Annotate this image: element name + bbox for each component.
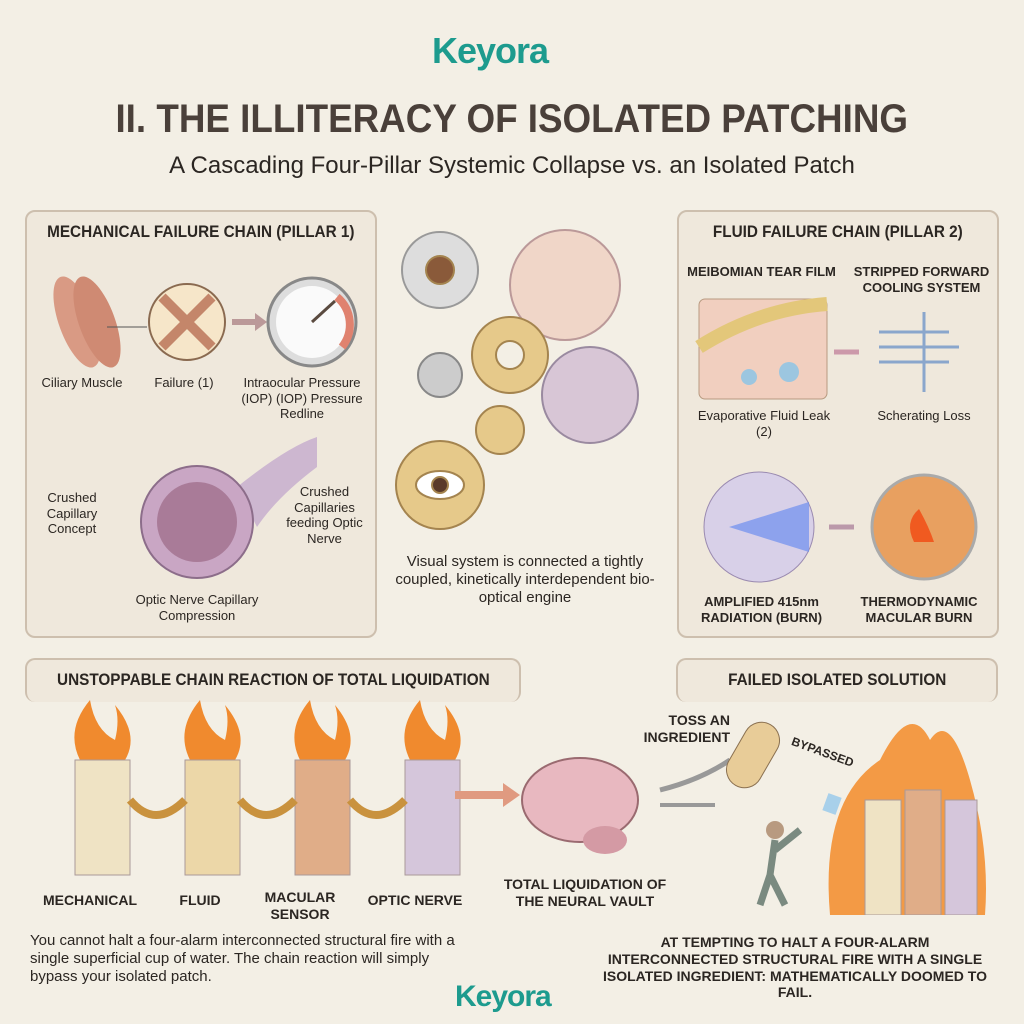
cooling-wind-icon xyxy=(879,312,959,392)
keyora-logo-bottom: Keyora xyxy=(455,980,552,1013)
burning-pillars-icon xyxy=(74,700,461,876)
chain-reaction-panel: UNSTOPPABLE CHAIN REACTION OF TOTAL LIQU… xyxy=(25,658,521,702)
evaporative-label: Evaporative Fluid Leak (2) xyxy=(697,408,831,439)
center-caption: Visual system is connected a tightly cou… xyxy=(395,553,655,606)
isolated-solution-panel: FAILED ISOLATED SOLUTION xyxy=(676,658,998,702)
pressure-gauge-icon xyxy=(266,276,358,368)
isolated-caption: AT TEMPTING TO HALT A FOUR-ALARM INTERCO… xyxy=(603,934,987,1001)
mechanical-panel-title-wrap: MECHANICAL FAILURE CHAIN (PILLAR 1) xyxy=(27,222,375,242)
pillar-label-fluid: FLUID xyxy=(179,892,221,908)
page-title: II. THE ILLITERACY OF ISOLATED PATCHING xyxy=(115,97,909,141)
chain-caption: You cannot halt a four-alarm interconnec… xyxy=(30,932,455,985)
iop-label: Intraocular Pressure (IOP) (IOP) Pressur… xyxy=(241,375,363,422)
amplified-radiation-label: AMPLIFIED 415nm RADIATION (BURN) xyxy=(700,594,823,625)
optic-nerve-compression-label: Optic Nerve Capillary Compression xyxy=(135,592,259,623)
failure-icon xyxy=(148,283,226,361)
chain-panel-title-wrap: UNSTOPPABLE CHAIN REACTION OF TOTAL LIQU… xyxy=(27,670,519,690)
pillar-label-mechanical: MECHANICAL xyxy=(42,892,138,908)
failure-label: Failure (1) xyxy=(154,375,214,390)
isolated-panel-title-wrap: FAILED ISOLATED SOLUTION xyxy=(678,670,996,690)
neural-vault-label: TOTAL LIQUIDATION OF THE NEURAL VAULT xyxy=(503,876,667,909)
water-cup-icon xyxy=(822,793,842,815)
crushed-capillary-concept-label: Crushed Capillary Concept xyxy=(46,490,98,537)
meibomian-label: MEIBOMIAN TEAR FILM xyxy=(687,264,836,279)
page-subtitle: A Cascading Four-Pillar Systemic Collaps… xyxy=(169,152,855,179)
scherating-label: Scherating Loss xyxy=(877,408,971,423)
fluid-failure-panel: FLUID FAILURE CHAIN (PILLAR 2) MEIBOMIAN… xyxy=(677,210,999,638)
chain-panel-title: UNSTOPPABLE CHAIN REACTION OF TOTAL LIQU… xyxy=(56,670,490,689)
pillar-label-macular: MACULAR SENSOR xyxy=(264,889,336,922)
brain-icon xyxy=(455,757,639,854)
crushed-capillaries-label: Crushed Capillaries feeding Optic Nerve xyxy=(286,484,363,546)
fluid-panel-title-wrap: FLUID FAILURE CHAIN (PILLAR 2) xyxy=(679,222,997,242)
mechanical-illustrations xyxy=(53,276,358,368)
chain-icon xyxy=(126,797,408,819)
ciliary-muscle-label: Ciliary Muscle xyxy=(41,375,123,390)
isolated-panel-title: FAILED ISOLATED SOLUTION xyxy=(727,670,947,689)
optic-nerve-compression-icon xyxy=(140,437,317,579)
fluid-illustrations xyxy=(695,297,978,583)
pillar-label-optic-nerve: OPTIC NERVE xyxy=(367,892,463,908)
bio-optical-engine-gears xyxy=(395,229,639,530)
mechanical-panel-title: MECHANICAL FAILURE CHAIN (PILLAR 1) xyxy=(47,222,355,241)
stripped-cooling-label: STRIPPED FORWARD COOLING SYSTEM xyxy=(853,264,990,295)
eye-anatomy-icon xyxy=(509,229,621,341)
mechanical-failure-panel: MECHANICAL FAILURE CHAIN (PILLAR 1) Cili… xyxy=(25,210,377,638)
toss-ingredient-label: TOSS AN INGREDIENT xyxy=(643,712,730,745)
person-icon xyxy=(766,821,784,839)
fluid-panel-title: FLUID FAILURE CHAIN (PILLAR 2) xyxy=(713,222,963,241)
page-title-wrap: II. THE ILLITERACY OF ISOLATED PATCHING xyxy=(0,94,1024,144)
thermodynamic-burn-label: THERMODYNAMIC MACULAR BURN xyxy=(860,594,978,625)
ciliary-muscle-icon xyxy=(53,276,121,368)
keyora-logo-top: Keyora xyxy=(432,30,549,71)
isolated-solution-illustration xyxy=(659,721,986,915)
capsule-icon xyxy=(726,721,780,789)
